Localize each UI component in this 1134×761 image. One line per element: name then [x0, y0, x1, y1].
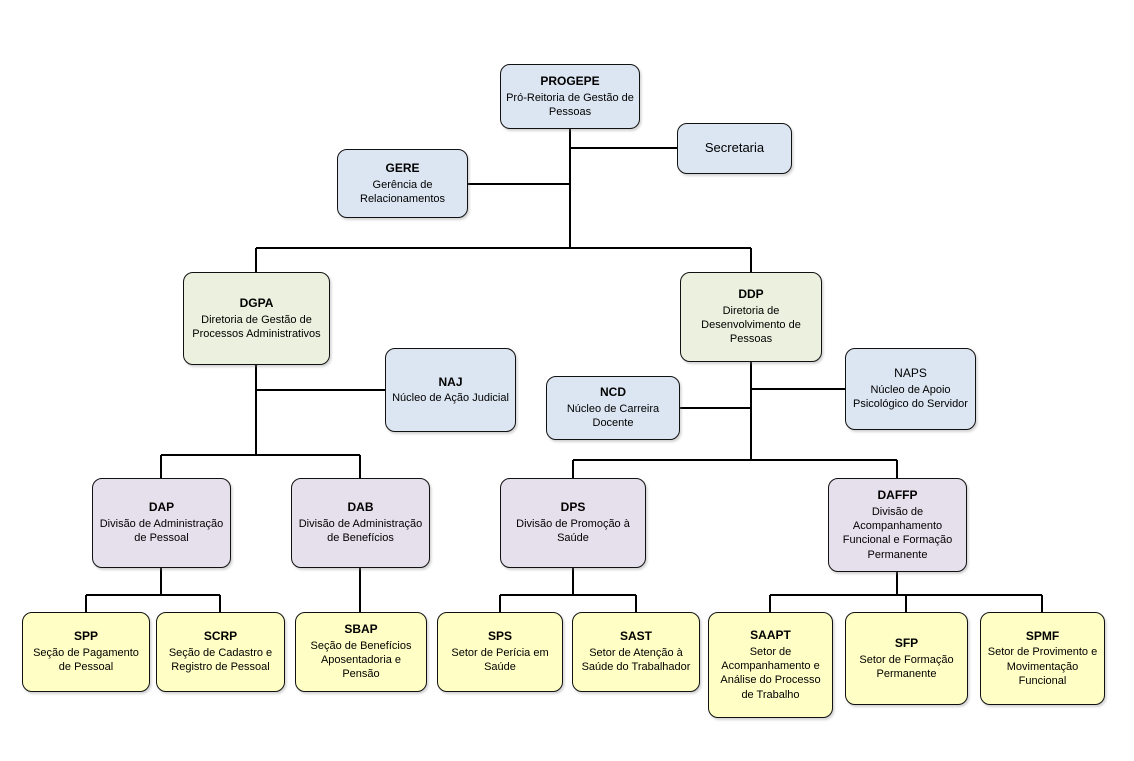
node-acronym: DAP	[148, 500, 175, 515]
node-acronym: PROGEPE	[540, 73, 600, 88]
node-acronym: DPS	[560, 500, 586, 515]
node-label: Gerência de Relacionamentos	[360, 178, 445, 205]
node-label: Seção de Pagamento de Pessoal	[33, 647, 139, 674]
node-label: Seção de Benefícios Aposentadoria e Pens…	[310, 639, 412, 681]
node-label: Divisão de Promoção à Saúde	[516, 518, 630, 545]
node-label: Setor de Atenção à Saúde do Trabalhador	[581, 647, 691, 674]
org-node-sast: SAST Setor de Atenção à Saúde do Trabalh…	[572, 612, 700, 692]
org-node-sbap: SBAP Seção de Benefícios Aposentadoria e…	[295, 612, 427, 692]
node-label: Setor de Provimento e Movimentação Funci…	[987, 646, 1098, 687]
node-label: Seção de Cadastro e Registro de Pessoal	[168, 647, 273, 674]
node-acronym: DAB	[347, 500, 374, 515]
node-label: Núcleo de Carreira Docente	[566, 403, 660, 430]
node-acronym: NAJ	[438, 374, 463, 389]
node-label: Pró-Reitoria de Gestão de Pessoas	[506, 91, 634, 118]
org-node-daffp: DAFFP Divisão de Acompanhamento Funciona…	[828, 478, 967, 572]
node-label: Núcleo de Apoio Psicológico do Servidor	[853, 384, 968, 411]
org-node-naps: NAPS Núcleo de Apoio Psicológico do Serv…	[845, 348, 976, 430]
node-label: Núcleo de Ação Judicial	[392, 392, 509, 405]
node-acronym: SPMF	[1025, 628, 1060, 643]
node-acronym: DAFFP	[877, 488, 918, 503]
org-node-progepe: PROGEPE Pró-Reitoria de Gestão de Pessoa…	[500, 64, 640, 129]
node-label: Setor de Acompanhamento e Análise do Pro…	[720, 645, 821, 701]
org-node-gere: GERE Gerência de Relacionamentos	[337, 149, 468, 218]
node-acronym: SAST	[619, 629, 652, 644]
org-node-naj: NAJ Núcleo de Ação Judicial	[385, 348, 516, 432]
org-node-dgpa: DGPA Diretoria de Gestão de Processos Ad…	[183, 272, 330, 365]
node-label: Diretoria de Gestão de Processos Adminis…	[192, 313, 321, 340]
org-node-dap: DAP Divisão de Administração de Pessoal	[92, 478, 231, 568]
node-acronym: DDP	[738, 287, 764, 302]
node-label: Diretoria de Desenvolvimento de Pessoas	[701, 304, 801, 346]
node-acronym: SPS	[487, 629, 512, 644]
node-acronym: NCD	[600, 385, 626, 400]
org-node-secretaria: Secretaria	[677, 123, 792, 174]
org-node-sfp: SFP Setor de Formação Permanente	[845, 612, 968, 705]
node-label: Secretaria	[704, 140, 765, 156]
node-label: Divisão de Acompanhamento Funcional e Fo…	[842, 505, 953, 561]
node-label: Divisão de Administração de Benefícios	[298, 518, 423, 545]
node-acronym: SFP	[894, 635, 919, 650]
org-node-dps: DPS Divisão de Promoção à Saúde	[500, 478, 646, 568]
org-node-ncd: NCD Núcleo de Carreira Docente	[546, 376, 680, 440]
org-node-saapt: SAAPT Setor de Acompanhamento e Análise …	[708, 612, 833, 718]
node-acronym: SAAPT	[750, 628, 791, 643]
node-acronym: NAPS	[894, 366, 927, 381]
node-acronym: DGPA	[239, 295, 274, 310]
node-label: Setor de Perícia em Saúde	[451, 647, 549, 674]
org-node-spmf: SPMF Setor de Provimento e Movimentação …	[980, 612, 1105, 705]
org-node-sps: SPS Setor de Perícia em Saúde	[437, 612, 563, 692]
node-acronym: SPP	[73, 629, 98, 644]
node-acronym: GERE	[385, 160, 420, 175]
node-acronym: SCRP	[203, 629, 238, 644]
node-label: Setor de Formação Permanente	[859, 653, 954, 680]
org-node-dab: DAB Divisão de Administração de Benefíci…	[291, 478, 430, 568]
org-node-spp: SPP Seção de Pagamento de Pessoal	[22, 612, 150, 692]
node-label: Divisão de Administração de Pessoal	[99, 518, 224, 545]
org-node-ddp: DDP Diretoria de Desenvolvimento de Pess…	[680, 272, 822, 362]
org-node-scrp: SCRP Seção de Cadastro e Registro de Pes…	[156, 612, 285, 692]
node-acronym: SBAP	[344, 622, 378, 637]
